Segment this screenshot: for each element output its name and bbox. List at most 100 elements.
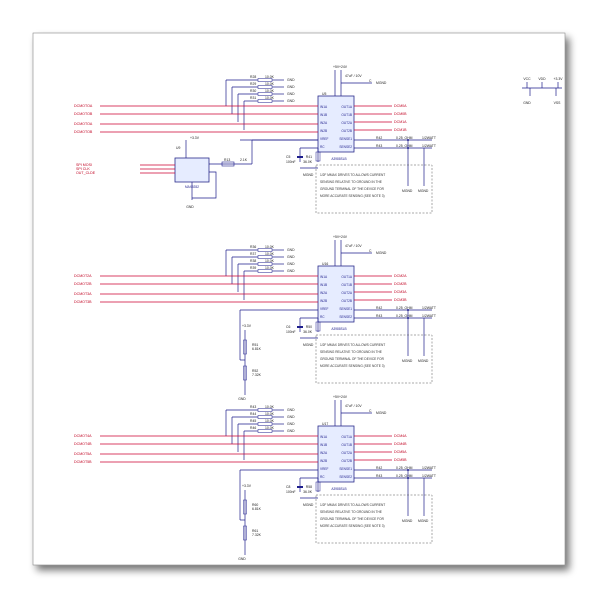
dac-res-ref: R13 <box>224 158 230 162</box>
pulldown-gnd: GND <box>287 248 295 252</box>
sense-mgnd-1: MGND <box>402 189 413 193</box>
rc-res-ref: R58 <box>306 485 312 489</box>
wire <box>192 171 217 199</box>
note-line: GROUND TERMINAL OF THE DEVICE FOR <box>320 357 385 361</box>
ic-pin-right: OUT2A <box>341 451 353 455</box>
pulldown-gnd: GND <box>287 262 295 266</box>
ic-pin-left: IN2B <box>320 459 327 463</box>
gnd-label: GND <box>523 101 531 105</box>
divider-r2-value: 7.32K <box>252 373 262 377</box>
output-net-label: DCM4A <box>394 434 407 438</box>
ic-part: A3988SLB <box>331 487 346 491</box>
dac-net-label: SPI MOSI <box>76 163 92 167</box>
note-line: GROUND TERMINAL OF THE DEVICE FOR <box>320 187 385 191</box>
sense-ref: R42 <box>376 466 382 470</box>
pulldown-ref: R31 <box>250 96 256 100</box>
ic-part: A3988SLB <box>331 157 346 161</box>
note-line: 1/2F MMAX DRIVES TO ALLOWS CURRENT <box>320 173 385 177</box>
ic-ref: U17 <box>322 422 328 426</box>
note-line: GROUND TERMINAL OF THE DEVICE FOR <box>320 517 385 521</box>
divider-gnd: GND <box>238 557 246 561</box>
note-box <box>315 494 433 544</box>
ic-pin-right: SENSE1 <box>339 137 352 141</box>
pulldown-ref: R39 <box>250 266 256 270</box>
ic-pin-left: IN2B <box>320 129 327 133</box>
ic-ref: U5 <box>322 92 326 96</box>
sense-ref: R42 <box>376 136 382 140</box>
pulldown-gnd: GND <box>287 408 295 412</box>
pulldown-ref: R44 <box>250 412 256 416</box>
pulldown-ref: R38 <box>250 259 256 263</box>
sense-value: 0.25_OHM <box>396 144 413 148</box>
driver-ic-body <box>317 265 355 323</box>
note-box <box>315 164 433 214</box>
rc-cap <box>297 326 303 328</box>
pulldown-value: 10.0K <box>265 412 275 416</box>
rc-mgnd: MGND <box>303 503 314 507</box>
sense-mgnd-2: MGND <box>418 519 429 523</box>
divider-r1-value: 6.81K <box>252 507 262 511</box>
note-line: SENSING RELATIVE TO GROUND IN THE <box>320 350 382 354</box>
divider-r1-value: 6.81K <box>252 347 262 351</box>
note-line: 1/2F MMAX DRIVES TO ALLOWS CURRENT <box>320 503 385 507</box>
mgnd-label: MGND <box>376 251 387 255</box>
input-net-label: DCMOT4A <box>74 434 92 438</box>
ic-part: A3988SLB <box>331 327 346 331</box>
output-net-label: DCM0A <box>394 104 407 108</box>
ic-pin-left: IN1B <box>320 113 327 117</box>
sense-power: 1/2WATT <box>422 306 436 310</box>
pulldown-gnd: GND <box>287 269 295 273</box>
pulldown-gnd: GND <box>287 85 295 89</box>
rc-resistor <box>315 321 321 332</box>
ic-pin-right: SENSE2 <box>339 475 352 479</box>
input-net-label: DCMOTOB <box>74 112 93 116</box>
note-line: MORE ACCURATE SENSING (SEE NOTE 3) <box>320 194 385 198</box>
rc-res-value: 36.0K <box>303 330 313 334</box>
input-net-label: DCMOT3A <box>74 292 92 296</box>
ic-pin-left: RC <box>320 145 325 149</box>
input-net-label: DCMOT5B <box>74 460 92 464</box>
vss-label: VSS <box>554 101 562 105</box>
sense-mgnd-1: MGND <box>402 519 413 523</box>
pulldown-value: 10.0K <box>265 96 275 100</box>
output-net-label: DCM4B <box>394 442 407 446</box>
pulldown-value: 10.0K <box>265 89 275 93</box>
ic-pin-left: VREF <box>320 137 329 141</box>
bulk-cap-ref: C <box>369 79 372 83</box>
page-shadow-frame <box>32 32 566 566</box>
rc-cap <box>297 156 303 158</box>
ic-pin-left: IN1A <box>320 435 328 439</box>
mgnd-label: MGND <box>376 411 387 415</box>
bulk-cap-label: 47uF / 10V <box>345 404 362 408</box>
pulldown-value: 10.0K <box>265 245 275 249</box>
dac-net-label: SPI CLK <box>76 167 90 171</box>
rc-mgnd: MGND <box>303 173 314 177</box>
output-net-label: DCM3B <box>394 298 407 302</box>
note-line: SENSING RELATIVE TO GROUND IN THE <box>320 510 382 514</box>
power-symbol-label: +3.3V <box>554 77 564 81</box>
note-line: MORE ACCURATE SENSING (SEE NOTE 3) <box>320 524 385 528</box>
sense-ref: R43 <box>376 474 382 478</box>
divider-top-resistor <box>243 339 247 355</box>
ic-pin-right: OUT2B <box>341 129 352 133</box>
dac-net-label: OUT_CLDE <box>76 171 96 175</box>
note-line: SENSING RELATIVE TO GROUND IN THE <box>320 180 382 184</box>
output-net-label: DCM2B <box>394 282 407 286</box>
pulldown-gnd: GND <box>287 78 295 82</box>
divider-gnd: GND <box>238 397 246 401</box>
input-net-label: DCMOTOA <box>74 122 93 126</box>
bulk-cap-label: 47uF / 10V <box>345 244 362 248</box>
ic-pin-left: IN1B <box>320 283 327 287</box>
rail-5v-label: +5V <box>333 65 340 69</box>
ic-ref: U16 <box>322 262 328 266</box>
driver-ic-body <box>317 425 355 483</box>
sense-power: 1/2WATT <box>422 474 436 478</box>
pulldown-ref: R45 <box>250 419 256 423</box>
rc-cap <box>297 486 303 488</box>
input-net-label: DCMOTOB <box>74 130 93 134</box>
bulk-cap-ref: C <box>369 249 372 253</box>
ic-pin-left: IN1A <box>320 275 328 279</box>
